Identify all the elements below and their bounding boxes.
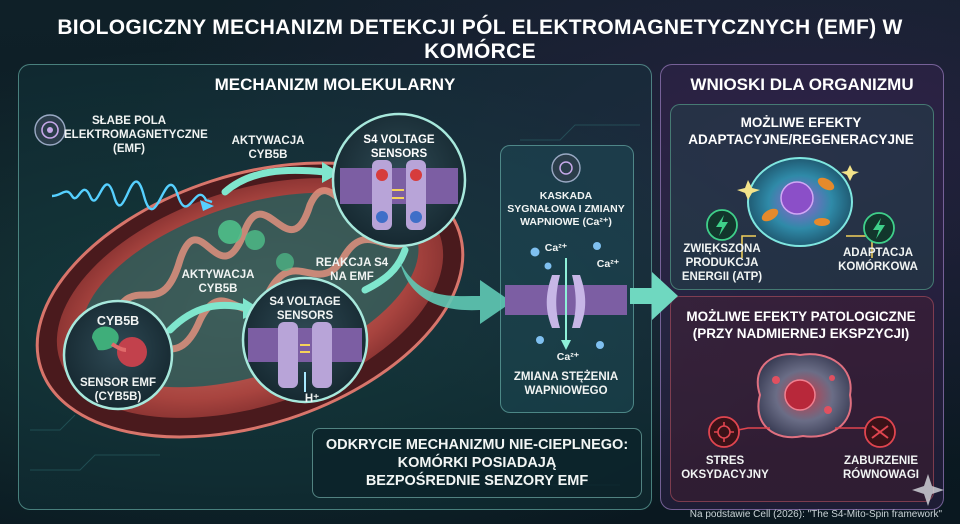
s4-reaction-line2: NA EMF bbox=[330, 271, 374, 283]
calcium-label-3: Ca²⁺ bbox=[556, 351, 580, 363]
activation-label-top: AKTYWACJA CYB5B bbox=[228, 134, 308, 162]
activation-arrow-mid bbox=[166, 301, 250, 334]
activation-mid-line2: CYB5B bbox=[198, 283, 238, 295]
conclusions-heading: WNIOSKI DLA ORGANIZMU bbox=[690, 75, 914, 94]
calcium-label-2: Ca²⁺ bbox=[596, 258, 620, 270]
stress-line2: OKSYDACYJNY bbox=[681, 469, 769, 481]
calcium-change-label: ZMIANA STĘŻENIA WAPNIOWEGO bbox=[502, 370, 630, 398]
sensors-top-line1: S4 VOLTAGE bbox=[363, 134, 435, 146]
calcium-change-line1: ZMIANA STĘŻENIA bbox=[513, 371, 619, 383]
cascade-flow-arrow bbox=[400, 262, 512, 324]
cyb5b-sensor-line1: SENSOR EMF bbox=[79, 377, 157, 389]
activation-arrow-top bbox=[221, 166, 329, 196]
emf-arrowhead bbox=[200, 200, 214, 211]
energy-label: ZWIĘKSZONA PRODUKCJA ENERGII (ATP) bbox=[676, 242, 768, 284]
activation-top-line2: CYB5B bbox=[248, 149, 288, 161]
positive-effects-heading: MOŻLIWE EFEKTY ADAPTACYJNE/REGENERACYJNE bbox=[672, 114, 930, 148]
energy-icon bbox=[706, 209, 738, 241]
emf-label-line1: SŁABE POLA bbox=[91, 115, 167, 127]
page-title: BIOLOGICZNY MECHANIZM DETEKCJI PÓL ELEKT… bbox=[57, 16, 903, 63]
cascade-line2: SYGNAŁOWA I ZMIANY bbox=[507, 203, 625, 215]
imbalance-icon bbox=[864, 416, 896, 448]
s4-reaction-arrow bbox=[361, 246, 409, 294]
stress-line1: STRES bbox=[705, 455, 745, 467]
cyb5b-sensor-line2: (CYB5B) bbox=[94, 391, 142, 403]
source-footer: Na podstawie Cell (2026): "The S4-Mito-S… bbox=[689, 509, 942, 520]
damaged-cell-illustration bbox=[737, 353, 881, 439]
cascade-label: KASKADA SYGNAŁOWA I ZMIANY WAPNIOWE (Ca²… bbox=[502, 190, 630, 229]
cyb5b-title: CYB5B bbox=[96, 314, 140, 328]
sparkle-icon bbox=[912, 474, 944, 506]
negative-heading-line2: (PRZY NADMIERNEJ EKSPZYCJI) bbox=[692, 326, 910, 341]
energy-line2: PRODUKCJA bbox=[685, 257, 759, 269]
oxidative-stress-icon bbox=[708, 416, 740, 448]
positive-heading-line2: ADAPTACYJNE/REGENERACYJNE bbox=[688, 132, 914, 147]
adaptation-icon bbox=[863, 212, 895, 244]
imbalance-line1: ZABURZENIE bbox=[843, 455, 919, 467]
s4-reaction-label: REAKCJA S4 NA EMF bbox=[312, 256, 392, 284]
healthy-cell-illustration bbox=[737, 157, 873, 258]
activation-arrowhead-top bbox=[322, 162, 340, 183]
molecular-mechanism-heading: MECHANIZM MOLEKULARNY bbox=[214, 75, 456, 94]
cascade-line1: KASKADA bbox=[539, 190, 593, 202]
sensors-bottom-line2: SENSORS bbox=[276, 310, 334, 322]
sensors-bottom-line1: S4 VOLTAGE bbox=[269, 296, 341, 308]
activation-mid-line1: AKTYWACJA bbox=[181, 269, 255, 281]
energy-line3: ENERGII (ATP) bbox=[681, 271, 763, 283]
conclusions-flow-arrow bbox=[630, 272, 678, 320]
imbalance-label: ZABURZENIE RÓWNOWAGI bbox=[836, 454, 926, 482]
proton-label: H⁺ bbox=[304, 393, 320, 405]
emf-label-line3: (EMF) bbox=[113, 143, 145, 155]
s4-sensors-top-label: S4 VOLTAGE SENSORS bbox=[359, 133, 439, 161]
s4-reaction-line1: REAKCJA S4 bbox=[315, 257, 389, 269]
emf-wave bbox=[51, 180, 213, 211]
s4-sensor-top-diagram bbox=[331, 112, 467, 248]
cyb5b-sensor-diagram bbox=[62, 299, 174, 411]
imbalance-line2: RÓWNOWAGI bbox=[842, 469, 920, 481]
cascade-line3: WAPNIOWE (Ca²⁺) bbox=[520, 216, 612, 228]
calcium-channel-diagram bbox=[505, 153, 627, 350]
discovery-line2: KOMÓRKI POSIADAJĄ bbox=[397, 455, 557, 471]
discovery-callout: ODKRYCIE MECHANIZMU NIE-CIEPLNEGO: KOMÓR… bbox=[312, 428, 642, 498]
calcium-label-1: Ca²⁺ bbox=[544, 242, 568, 254]
discovery-line1: ODKRYCIE MECHANIZMU NIE-CIEPLNEGO: bbox=[325, 437, 629, 453]
emf-label: SŁABE POLA ELEKTROMAGNETYCZNE (EMF) bbox=[64, 114, 208, 156]
cyb5b-sensor-label: SENSOR EMF (CYB5B) bbox=[78, 376, 158, 404]
adaptation-line2: KOMÓRKOWA bbox=[838, 261, 918, 273]
positive-heading-line1: MOŻLIWE EFEKTY bbox=[740, 115, 862, 130]
sensors-top-line2: SENSORS bbox=[370, 148, 428, 160]
adaptation-line1: ADAPTACJA bbox=[842, 247, 914, 259]
emf-label-line2: ELEKTROMAGNETYCZNE bbox=[64, 129, 208, 141]
calcium-change-line2: WAPNIOWEGO bbox=[524, 385, 608, 397]
emf-icon bbox=[34, 114, 66, 146]
adaptation-label: ADAPTACJA KOMÓRKOWA bbox=[832, 246, 924, 274]
activation-top-line1: AKTYWACJA bbox=[231, 135, 305, 147]
negative-effects-heading: MOŻLIWE EFEKTY PATOLOGICZNE (PRZY NADMIE… bbox=[672, 308, 930, 342]
s4-sensor-bottom-diagram bbox=[241, 276, 369, 404]
activation-label-mid: AKTYWACJA CYB5B bbox=[178, 268, 258, 296]
conclusions-panel: WNIOSKI DLA ORGANIZMU bbox=[660, 64, 944, 510]
oxidative-stress-label: STRES OKSYDACYJNY bbox=[680, 454, 770, 482]
negative-heading-line1: MOŻLIWE EFEKTY PATOLOGICZNE bbox=[686, 309, 916, 324]
s4-sensors-bottom-label: S4 VOLTAGE SENSORS bbox=[265, 295, 345, 323]
discovery-line3: BEZPOŚREDNIE SENZORY EMF bbox=[365, 473, 589, 489]
energy-line1: ZWIĘKSZONA bbox=[683, 243, 761, 255]
